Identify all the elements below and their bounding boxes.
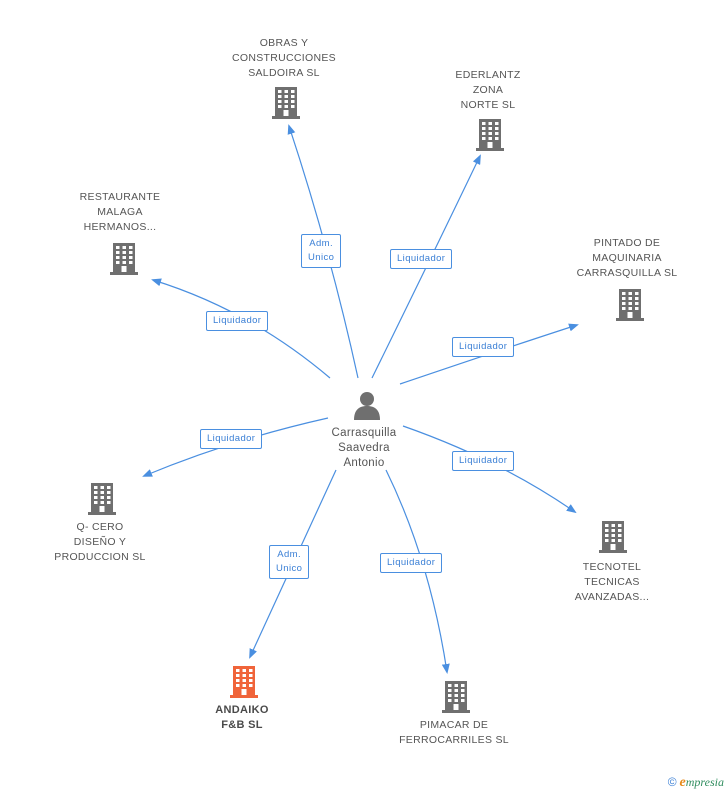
building-icon[interactable] [597, 520, 629, 559]
role-badge-andaiko[interactable]: Adm. Unico [269, 545, 310, 579]
building-icon[interactable] [86, 482, 118, 521]
company-label-qcero[interactable]: Q- CERO DISEÑO Y PRODUCCION SL [54, 521, 146, 563]
person-icon[interactable] [351, 390, 383, 420]
role-badge-pintado[interactable]: Liquidador [452, 337, 515, 357]
company-label-restaurante[interactable]: RESTAURANTE MALAGA HERMANOS... [79, 191, 161, 233]
role-badge-tecnotel[interactable]: Liquidador [452, 451, 515, 471]
company-label-pimacar[interactable]: PIMACAR DE FERROCARRILES SL [399, 719, 509, 746]
company-label-andaiko[interactable]: ANDAIKO F&B SL [215, 704, 269, 731]
center-person-name[interactable]: Carrasquilla Saavedra Antonio [331, 427, 397, 469]
role-badge-ederlantz[interactable]: Liquidador [390, 249, 453, 269]
brand-initial: e [679, 775, 686, 790]
building-icon[interactable] [108, 242, 140, 281]
building-icon-graphic [442, 681, 470, 713]
building-icon[interactable] [474, 118, 506, 157]
building-icon-graphic [88, 483, 116, 515]
building-icon-graphic [272, 87, 300, 119]
role-badge-qcero[interactable]: Liquidador [200, 429, 263, 449]
building-icon-graphic [110, 243, 138, 275]
company-label-tecnotel[interactable]: TECNOTEL TECNICAS AVANZADAS... [574, 561, 650, 603]
building-icon[interactable] [614, 288, 646, 327]
building-icon-graphic [599, 521, 627, 553]
company-label-ederlantz[interactable]: EDERLANTZ ZONA NORTE SL [455, 69, 521, 111]
role-badge-pimacar[interactable]: Liquidador [380, 553, 443, 573]
brand-name: mpresia [685, 775, 724, 789]
company-label-obras[interactable]: OBRAS Y CONSTRUCCIONES SALDOIRA SL [232, 37, 336, 79]
building-icon-graphic [616, 289, 644, 321]
role-badge-obras[interactable]: Adm. Unico [301, 234, 342, 268]
building-icon[interactable] [270, 86, 302, 125]
copyright-symbol: © [667, 775, 677, 789]
building-icon-graphic [230, 666, 258, 698]
building-icon[interactable] [440, 680, 472, 719]
footer-brand: © empresia [668, 775, 724, 791]
role-badge-restaurante[interactable]: Liquidador [206, 311, 269, 331]
building-icon-graphic [476, 119, 504, 151]
building-icon[interactable] [228, 665, 260, 704]
company-label-pintado[interactable]: PINTADO DE MAQUINARIA CARRASQUILLA SL [576, 237, 678, 279]
